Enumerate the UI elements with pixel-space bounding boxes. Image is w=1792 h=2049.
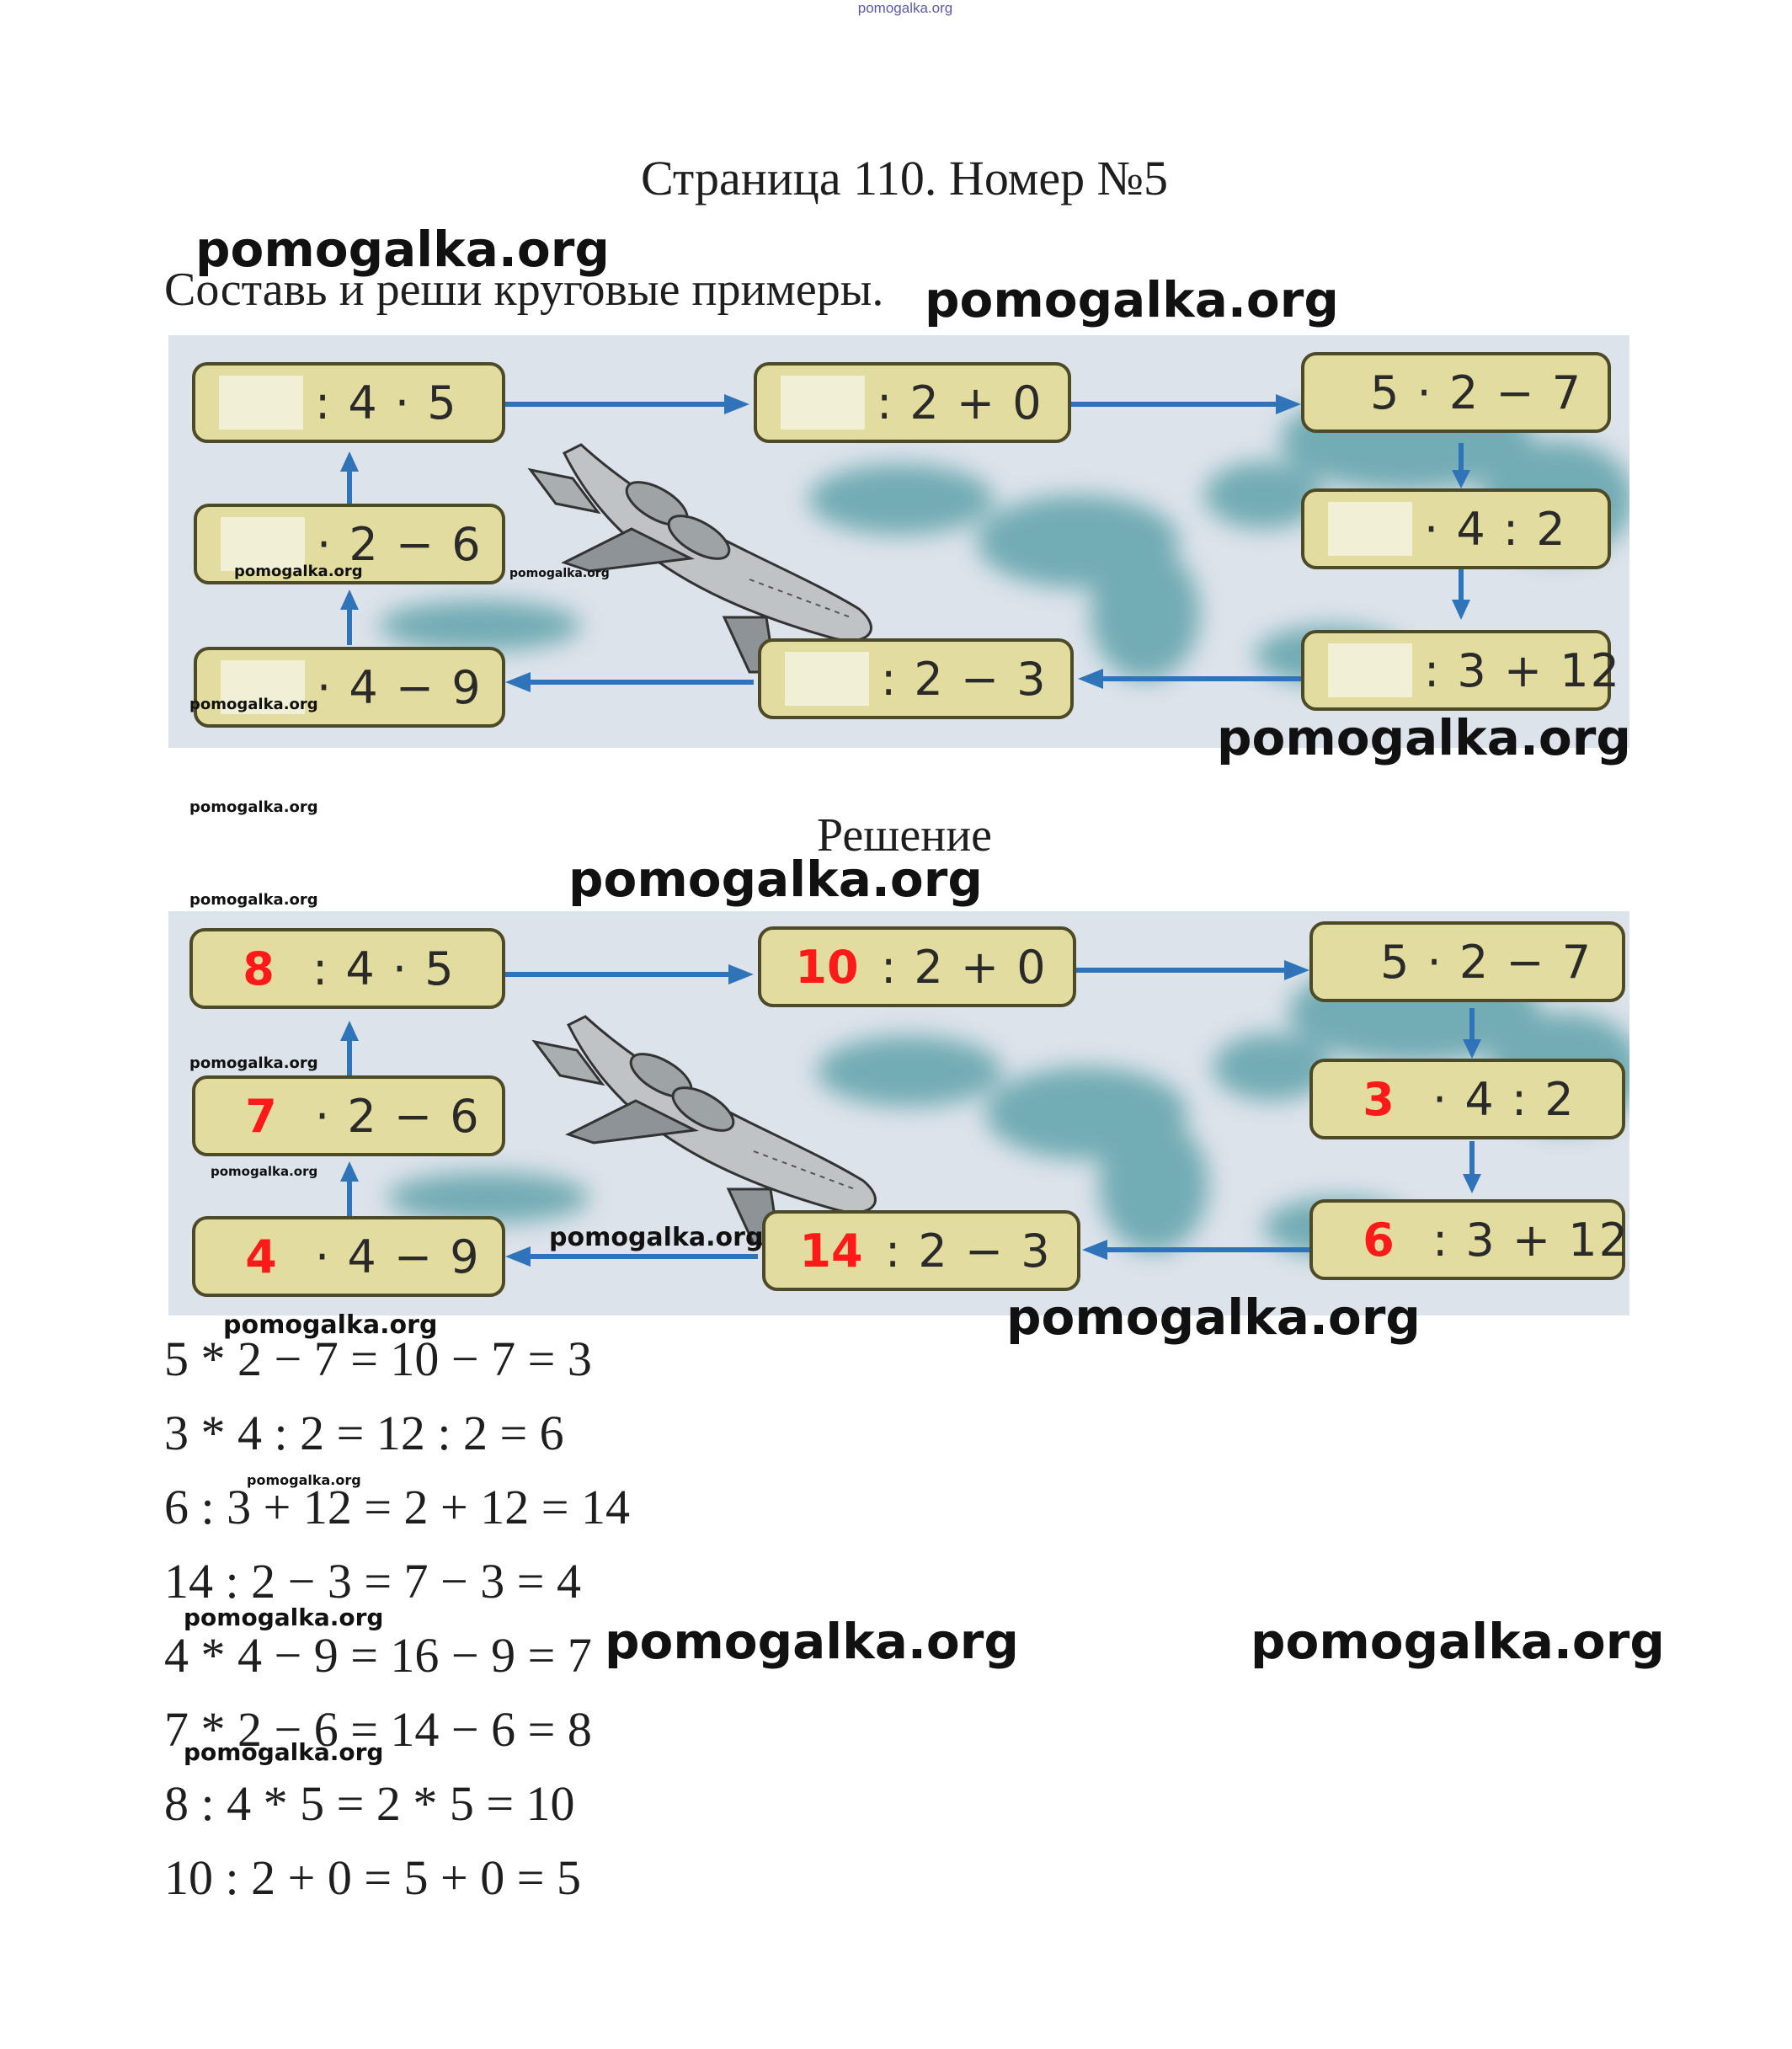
equation-line: 6 : 3 + 12 = 2 + 12 = 14 xyxy=(164,1480,630,1534)
answer-blank[interactable] xyxy=(781,376,865,430)
equation-box: 6 : 3 + 12 xyxy=(1309,1199,1628,1280)
box-expression: : 2 + 0 xyxy=(877,376,1043,430)
box-expression: : 4 · 5 xyxy=(315,376,458,430)
watermark: pomogalka.org xyxy=(195,221,610,278)
equation-box: 4 · 4 − 9 xyxy=(192,1216,505,1297)
watermark: pomogalka.org xyxy=(1217,709,1631,766)
solution-diagram: 8 : 4 · 5 10 : 2 + 0 5 · 2 − 7 3 · 4 : 2 6:… xyxy=(168,911,1629,1315)
task-text: Составь и реши круговые примеры. xyxy=(164,264,884,316)
box-expression: : 3 + 12 xyxy=(1424,643,1622,697)
box-expression: : 4 · 5 xyxy=(312,942,456,995)
equation-box: 8 : 4 · 5 xyxy=(189,928,505,1009)
equation-box: : 4 · 5 xyxy=(192,362,505,443)
arrow-left-icon xyxy=(505,1246,531,1267)
solution-heading: Решение xyxy=(817,809,993,862)
watermark: pomogalka.org xyxy=(1006,1289,1421,1346)
box-expression: · 4 : 2 xyxy=(1432,1072,1576,1126)
box-expression: · 2 − 6 xyxy=(315,1089,481,1143)
answer-value: 8 xyxy=(243,942,275,995)
watermark: pomogalka.org xyxy=(223,1310,438,1340)
box-expression: · 2 − 6 xyxy=(317,517,483,571)
box-expression: · 4 − 9 xyxy=(317,660,483,714)
arrow-down-icon xyxy=(1463,1039,1481,1059)
answer-blank[interactable] xyxy=(1328,643,1412,697)
arrow-down-icon xyxy=(1452,600,1470,620)
equation-box: : 3 + 12 xyxy=(1301,630,1619,711)
answer-value: 14 xyxy=(799,1224,863,1278)
arrow-right-icon xyxy=(724,394,749,414)
box-expression: 5 · 2 − 7 xyxy=(1380,935,1593,989)
watermark: pomogalka.org xyxy=(605,1613,1019,1670)
watermark: pomogalka.org xyxy=(189,798,318,816)
watermark: pomogalka.org xyxy=(184,1603,384,1631)
watermark: pomogalka.org xyxy=(549,1223,764,1252)
watermark: pomogalka.org xyxy=(234,563,363,580)
equation-line: 10 : 2 + 0 = 5 + 0 = 5 xyxy=(164,1850,581,1905)
arrow-right-icon xyxy=(1284,960,1309,980)
equation-line: 8 : 4 * 5 = 2 * 5 = 10 xyxy=(164,1776,575,1831)
top-watermark: pomogalka.org xyxy=(857,0,953,16)
airplane-icon xyxy=(531,1015,877,1246)
watermark: pomogalka.org xyxy=(211,1164,318,1179)
arrow-up-icon xyxy=(340,590,359,610)
watermark: pomogalka.org xyxy=(509,567,610,580)
equation-box: 5 · 2 − 7 xyxy=(1309,921,1625,1002)
equation-line: 7 * 2 − 6 = 14 − 6 = 8 xyxy=(164,1702,592,1757)
arrow-right-icon xyxy=(728,964,754,984)
answer-value: 4 xyxy=(245,1230,277,1283)
equation-line: 4 * 4 − 9 = 16 − 9 = 7 xyxy=(164,1628,592,1683)
answer-blank[interactable] xyxy=(219,376,303,430)
equation-line: 3 * 4 : 2 = 12 : 2 = 6 xyxy=(164,1406,564,1460)
answer-blank[interactable] xyxy=(1328,502,1412,556)
answer-blank[interactable] xyxy=(785,652,869,706)
page-title: Страница 110. Номер №5 xyxy=(641,151,1168,205)
box-expression: · 4 : 2 xyxy=(1424,502,1567,556)
arrow-down-icon xyxy=(1452,470,1470,488)
equation-box: 7 · 2 − 6 xyxy=(192,1075,505,1156)
box-expression: : 3 + 12 xyxy=(1432,1213,1629,1267)
task-diagram: : 4 · 5 : 2 + 0 5 · 2 − 7 · 4 : 2 : 3 + … xyxy=(168,335,1629,748)
equation-box: 5 · 2 − 7 xyxy=(1301,352,1611,433)
watermark: pomogalka.org xyxy=(189,696,318,713)
watermark: pomogalka.org xyxy=(1251,1613,1665,1670)
answer-value: 7 xyxy=(245,1089,277,1143)
arrow-up-icon xyxy=(340,451,359,472)
equation-box: · 4 : 2 xyxy=(1301,488,1611,569)
equation-box: 3 · 4 : 2 xyxy=(1309,1059,1625,1139)
equation-box: : 2 − 3 xyxy=(758,638,1074,719)
box-expression: : 2 − 3 xyxy=(881,652,1048,706)
equation-line: 5 * 2 − 7 = 10 − 7 = 3 xyxy=(164,1331,592,1386)
box-expression: 5 · 2 − 7 xyxy=(1370,366,1583,419)
equation-box: 10 : 2 + 0 xyxy=(758,926,1076,1007)
answer-value: 3 xyxy=(1363,1072,1395,1126)
watermark: pomogalka.org xyxy=(568,851,983,908)
equation-box: 14 : 2 − 3 xyxy=(762,1210,1080,1291)
equation-box: · 4 − 9 xyxy=(194,647,505,728)
answer-value: 6 xyxy=(1363,1213,1395,1267)
watermark: pomogalka.org xyxy=(189,891,318,909)
answer-blank[interactable] xyxy=(221,517,305,571)
watermark: pomogalka.org xyxy=(184,1738,384,1766)
watermark: pomogalka.org xyxy=(189,1054,318,1072)
answer-value: 10 xyxy=(795,940,859,994)
box-expression: : 2 − 3 xyxy=(885,1224,1052,1278)
equation-line: 14 : 2 − 3 = 7 − 3 = 4 xyxy=(164,1554,581,1609)
arrow-left-icon xyxy=(505,672,531,692)
arrow-up-icon xyxy=(340,1161,359,1182)
arrow-down-icon xyxy=(1463,1174,1481,1193)
arrow-right-icon xyxy=(1276,394,1301,414)
equation-box: : 2 + 0 xyxy=(754,362,1071,443)
arrow-up-icon xyxy=(340,1021,359,1041)
equation-box: · 2 − 6 xyxy=(194,504,505,584)
arrow-left-icon xyxy=(1078,669,1103,689)
watermark: pomogalka.org xyxy=(247,1472,361,1488)
arrow-left-icon xyxy=(1082,1240,1107,1260)
box-expression: · 4 − 9 xyxy=(315,1230,481,1283)
box-expression: : 2 + 0 xyxy=(881,940,1048,994)
answer-blank[interactable] xyxy=(221,660,305,714)
watermark: pomogalka.org xyxy=(925,271,1339,328)
